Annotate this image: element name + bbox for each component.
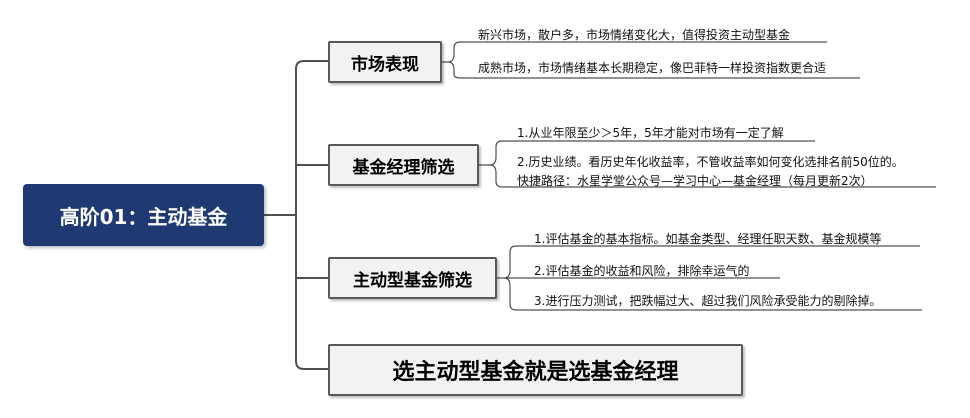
leaf-market-2[interactable]: 成熟市场，市场情绪基本长期稳定，像巴菲特一样投资指数更合适 bbox=[478, 61, 827, 75]
leaf-manager-3[interactable]: 快捷路径：水星学堂公众号—学习中心—基金经理（每月更新2次） bbox=[517, 174, 873, 188]
branch-node-fund-screening[interactable]: 主动型基金筛选 bbox=[328, 257, 497, 299]
branch-node-manager[interactable]: 基金经理筛选 bbox=[328, 144, 479, 186]
leaf-fund-2[interactable]: 2.评估基金的收益和风险，排除幸运气的 bbox=[534, 264, 750, 278]
leaf-manager-2[interactable]: 2.历史业绩。看历史年化收益率，不管收益率如何变化选排名前50位的。 bbox=[517, 155, 904, 169]
root-node[interactable]: 高阶01：主动基金 bbox=[23, 184, 264, 246]
leaf-fund-3[interactable]: 3.进行压力测试，把跌幅过大、超过我们风险承受能力的剔除掉。 bbox=[534, 294, 882, 308]
branch-node-conclusion[interactable]: 选主动型基金就是选基金经理 bbox=[328, 344, 743, 396]
connector-b2-leaves bbox=[479, 140, 936, 188]
connector-spine bbox=[295, 60, 328, 370]
leaf-manager-1[interactable]: 1.从业年限至少＞5年，5年才能对市场有一定了解 bbox=[517, 126, 784, 140]
leaf-fund-1[interactable]: 1.评估基金的基本指标。如基金类型、经理任职天数、基金规模等 bbox=[534, 232, 882, 246]
leaf-market-1[interactable]: 新兴市场，散户多，市场情绪变化大，值得投资主动型基金 bbox=[478, 28, 791, 42]
branch-node-market[interactable]: 市场表现 bbox=[328, 41, 442, 83]
connector-b3-leaves bbox=[497, 245, 922, 311]
connector-b1-leaves bbox=[442, 41, 860, 79]
